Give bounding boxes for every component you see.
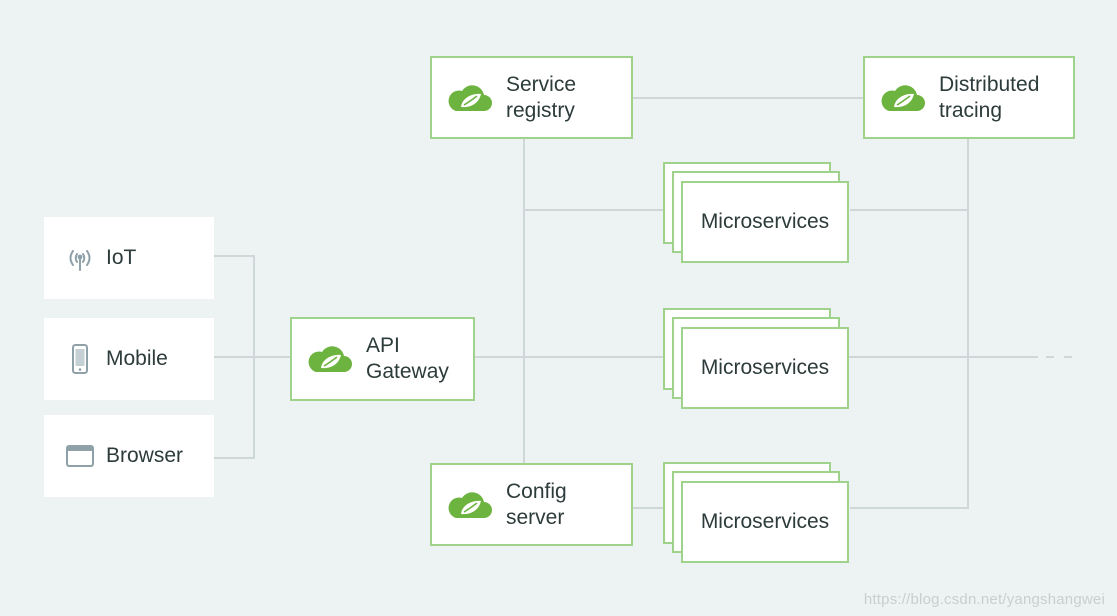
microservices-stack-1: Microservices	[663, 162, 853, 266]
microservices-label: Microservices	[700, 510, 830, 533]
microservices-label: Microservices	[700, 356, 830, 379]
client-iot: IoT	[44, 217, 214, 299]
spring-cloud-icon	[881, 84, 925, 111]
service-registry-box: Service registry	[430, 56, 633, 139]
distributed-tracing-box: Distributed tracing	[863, 56, 1075, 139]
api-gateway-box: API Gateway	[290, 317, 475, 401]
mobile-phone-icon	[64, 343, 96, 375]
node-label: Service registry	[506, 72, 577, 122]
spring-cloud-icon	[308, 346, 352, 372]
client-browser: Browser	[44, 415, 214, 497]
antenna-icon	[64, 242, 96, 274]
client-label: Browser	[106, 444, 184, 467]
node-label: API Gateway	[366, 334, 449, 383]
spring-cloud-icon	[448, 84, 492, 111]
config-server-box: Config server	[430, 463, 633, 546]
client-mobile: Mobile	[44, 318, 214, 400]
watermark: https://blog.csdn.net/yangshangwei	[863, 591, 1105, 608]
microservices-stack-3: Microservices	[663, 462, 853, 566]
connector-tracing-trunk	[850, 138, 969, 509]
spring-cloud-icon	[448, 491, 492, 518]
client-label: Mobile	[106, 347, 168, 370]
microservices-label: Microservices	[700, 210, 830, 233]
browser-window-icon	[64, 440, 96, 472]
client-label: IoT	[106, 246, 137, 269]
node-label: Distributed tracing	[939, 72, 1040, 122]
microservices-stack-2: Microservices	[663, 308, 853, 412]
node-label: Config server	[506, 479, 567, 529]
